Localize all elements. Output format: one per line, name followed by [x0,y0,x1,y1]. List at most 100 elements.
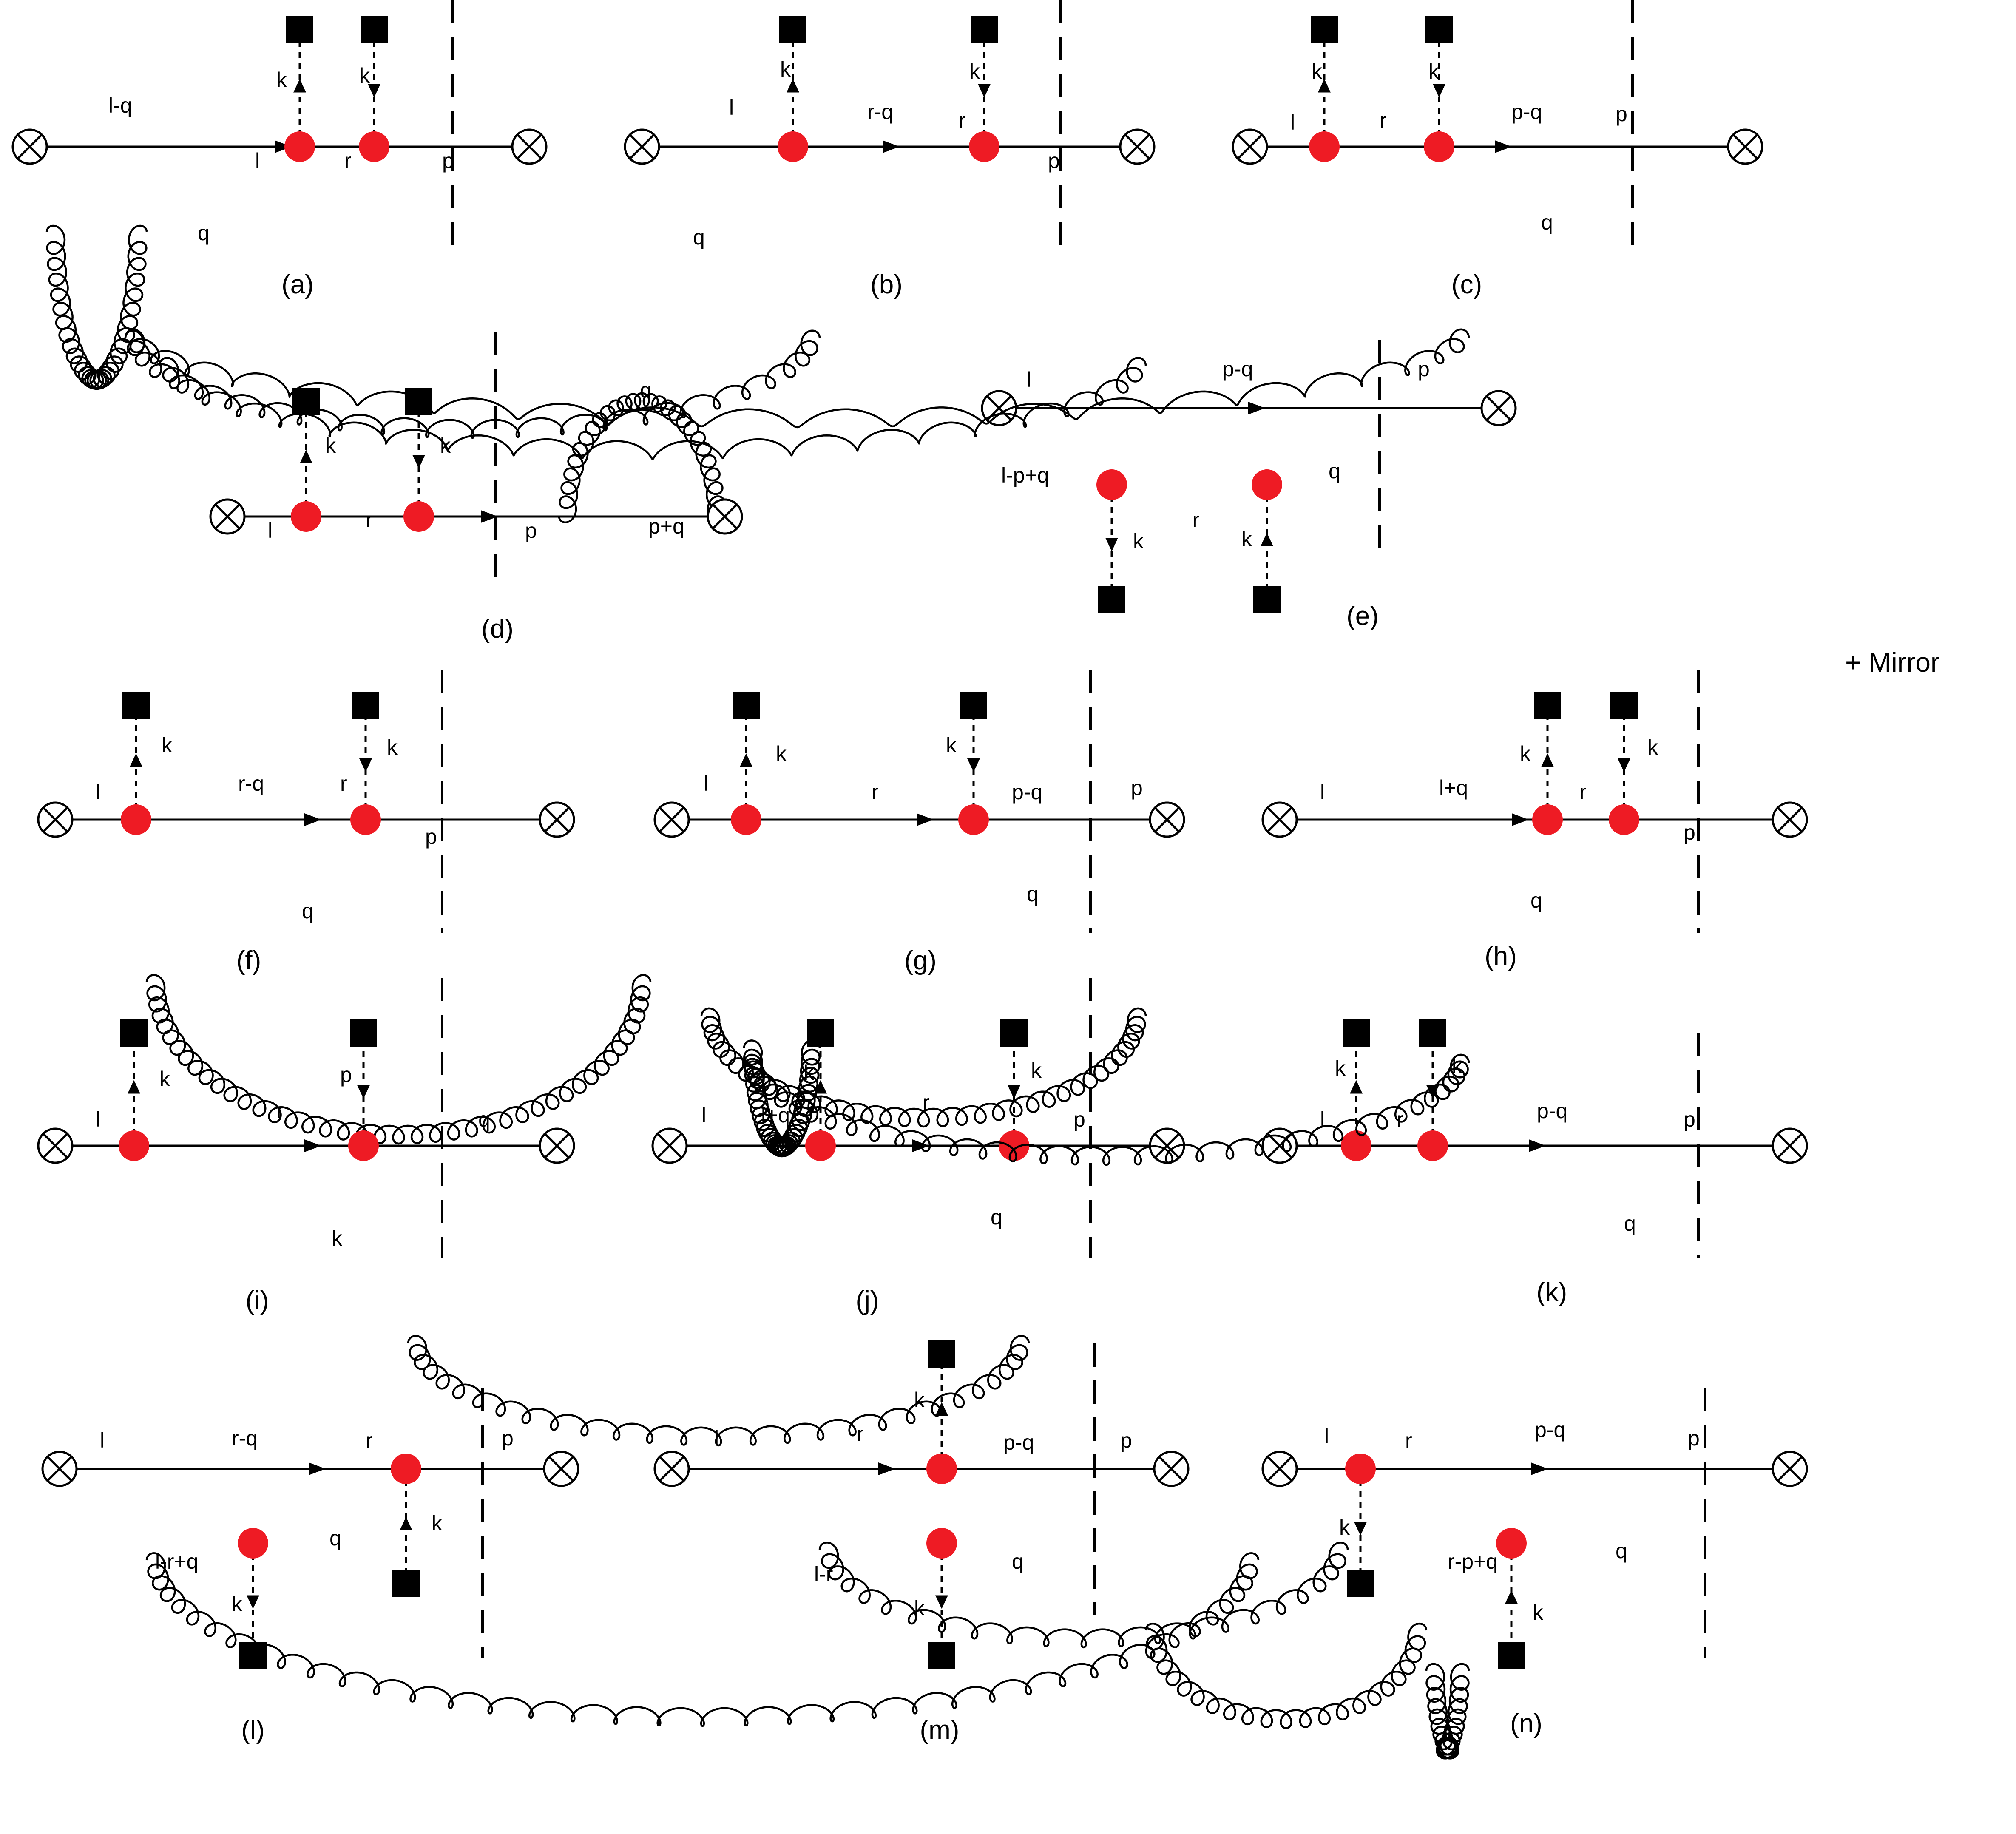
fermion-arrow-icon [1531,1462,1548,1475]
source-square-icon [1343,1019,1370,1047]
momentum-label: l+q [1439,776,1468,800]
momentum-arrow-icon [1433,84,1445,98]
otimes-stroke [43,807,68,832]
momentum-label: p-q [1003,1431,1034,1454]
otimes-icon [1772,1451,1808,1487]
momentum-label: l [1027,368,1031,392]
source-square-icon [122,692,150,719]
momentum-label: p-q [1511,100,1542,124]
momentum-label: q [991,1205,1002,1229]
otimes-icon [1772,1127,1808,1164]
gluon-loop [145,974,652,1145]
momentum-arrow-icon [412,455,425,468]
momentum-arrow-icon [935,1595,948,1609]
fermion-arrow-icon [1248,402,1265,414]
interaction-vertex [238,1528,268,1559]
momentum-label: q [693,225,705,249]
momentum-arrow-icon [1105,538,1118,551]
diagram-caption: (f) [236,946,261,975]
otimes-stroke [544,807,570,832]
otimes-stroke [1237,134,1263,159]
momentum-label: l-r [814,1562,833,1586]
momentum-label: l [1290,111,1295,134]
momentum-label: r [1397,1107,1404,1131]
source-square-icon [239,1642,267,1669]
momentum-label: p [1073,1107,1085,1131]
momentum-label: k [432,1511,443,1535]
momentum-arrow-icon [1541,753,1554,767]
source-square-icon [928,1340,955,1368]
source-square-icon [1534,692,1561,719]
diagram-caption: (m) [920,1715,960,1745]
interaction-vertex [926,1454,957,1484]
momentum-arrow-icon [1008,1085,1020,1099]
otimes-stroke [1777,1456,1803,1482]
interaction-vertex [350,804,381,835]
gluon-loop [158,357,1147,460]
otimes-icon [37,801,74,838]
momentum-arrow-icon [1350,1080,1363,1094]
source-square-icon [1000,1019,1028,1047]
otimes-icon [539,1127,575,1164]
interaction-vertex [926,1528,957,1559]
otimes-stroke [215,504,240,529]
momentum-label: p-q [1535,1418,1565,1442]
momentum-label: q [1027,882,1039,906]
gluon-loop [1144,1622,1428,1729]
source-square-icon [960,692,987,719]
otimes-stroke [657,1133,682,1158]
momentum-label: p [1616,102,1627,126]
momentum-label: q [329,1526,341,1550]
otimes-stroke [17,134,43,159]
otimes-stroke [43,1133,68,1158]
momentum-label: r [1405,1428,1412,1452]
otimes-icon [651,1127,688,1164]
diagram-caption: (i) [245,1286,269,1315]
gluon-loop [124,328,1470,429]
momentum-label: q [478,1107,490,1131]
momentum-arrow-icon [300,450,312,463]
momentum-label: r-q [867,100,893,124]
otimes-stroke [712,504,738,529]
momentum-arrow-icon [293,79,306,93]
otimes-stroke [1154,807,1180,832]
source-square-icon [1311,16,1338,43]
momentum-label: k [914,1596,925,1620]
interaction-vertex [284,131,315,162]
diagram-caption: (e) [1346,602,1379,631]
momentum-arrow-icon [1505,1590,1518,1604]
momentum-label: k [1133,529,1144,553]
mirror-note: + Mirror [1845,647,1939,678]
otimes-icon [1153,1451,1190,1487]
momentum-label: p [1688,1426,1700,1450]
fermion-arrow-icon [481,510,498,523]
interaction-vertex [1341,1130,1371,1161]
otimes-icon [209,498,246,535]
otimes-stroke [659,1456,684,1482]
momentum-label: p [1684,820,1695,844]
otimes-icon [11,128,48,165]
momentum-label: p [1684,1107,1695,1131]
momentum-label: q [640,378,652,402]
momentum-arrow-icon [400,1517,412,1530]
momentum-label: q [1329,459,1340,483]
momentum-label: r-q [232,1426,258,1450]
otimes-stroke [517,134,542,159]
momentum-label: q [302,899,314,923]
interaction-vertex [1252,469,1282,500]
momentum-label: q [198,221,210,245]
momentum-label: r-q [238,772,264,795]
momentum-label: q [1530,889,1542,912]
momentum-label: k [804,1061,815,1085]
momentum-label: r [1380,108,1387,132]
diagram-c: l r p-q p q k k (c) [145,0,1763,1727]
interaction-vertex [359,131,389,162]
fermion-arrow-icon [1495,140,1512,153]
interaction-vertex [1345,1454,1376,1484]
momentum-label: l [96,1107,100,1131]
source-square-icon [971,16,998,43]
momentum-label: p [442,149,454,173]
otimes-icon [1261,1451,1298,1487]
diagram-caption: (c) [1451,270,1482,299]
